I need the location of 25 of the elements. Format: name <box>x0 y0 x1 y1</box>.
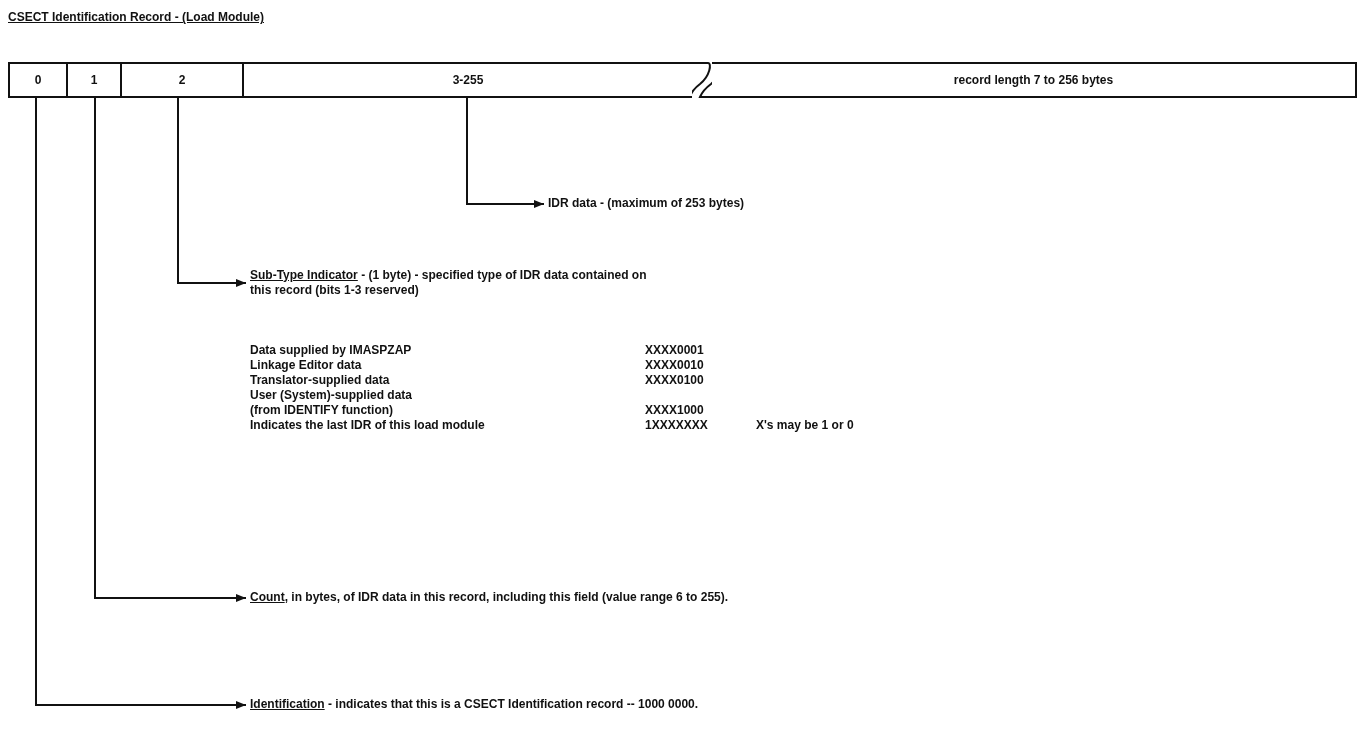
description-text: Identification - indicates that this is a CSECT Identification record -- 1000 0000. <box>250 697 700 712</box>
record-field-cell: 3-255 <box>242 62 692 98</box>
record-field-cell: 2 <box>120 62 244 98</box>
field-description: IDR data - (maximum of 253 bytes) <box>548 196 948 211</box>
description-text: Count, in bytes, of IDR data in this record, including this field (value range 6 to 255). <box>250 590 730 605</box>
table-text: XXXX1000 <box>645 403 705 418</box>
leader-arrow <box>35 97 247 709</box>
table-text: Indicates the last IDR of this load module <box>250 418 486 433</box>
table-text: 1XXXXXXX <box>645 418 709 433</box>
table-text: XXXX0001 <box>645 343 705 358</box>
leader-arrow <box>466 97 545 208</box>
record-field-cell: 0 <box>8 62 68 98</box>
diagram-title: CSECT Identification Record - (Load Module) <box>8 10 264 24</box>
leader-arrow <box>94 97 247 602</box>
leader-arrow <box>177 97 247 287</box>
table-text: XXXX0010 <box>645 358 705 373</box>
table-text: Data supplied by IMASPZAP <box>250 343 413 358</box>
table-text: Translator-supplied data <box>250 373 391 388</box>
table-text: User (System)-supplied data (from IDENTIFY function) <box>250 388 414 418</box>
record-field-cell: 1 <box>66 62 122 98</box>
table-text: X's may be 1 or 0 <box>756 418 855 433</box>
description-text: Sub-Type Indicator - (1 byte) - specified type of IDR data contained on this record (bits 1-3 reserved) <box>250 268 648 298</box>
table-text: XXXX0100 <box>645 373 705 388</box>
table-text: Linkage Editor data <box>250 358 363 373</box>
record-field-cell: record length 7 to 256 bytes <box>712 62 1357 98</box>
